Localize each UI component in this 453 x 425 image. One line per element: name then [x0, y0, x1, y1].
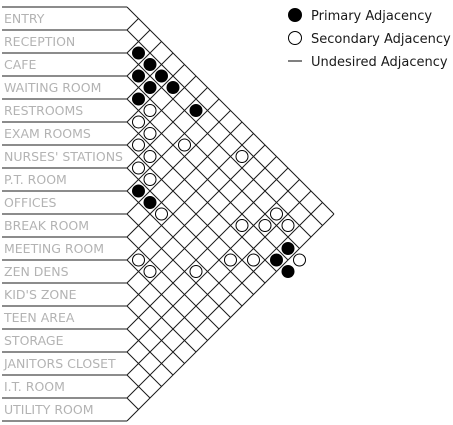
room-label: CAFE: [4, 57, 36, 72]
room-label: MEETING ROOM: [4, 241, 104, 256]
secondary-adjacency-marker: [235, 219, 249, 232]
room-label: WAITING ROOM: [4, 80, 101, 95]
room-labels: ENTRY RECEPTION CAFE WAITING ROOM RESTROOMS E…: [3, 11, 123, 417]
legend-primary-icon: [288, 8, 302, 22]
primary-adjacency-marker: [132, 69, 145, 83]
legend-secondary-label: Secondary Adjacency: [311, 32, 451, 47]
primary-adjacency-marker: [143, 58, 157, 71]
primary-adjacency-marker: [189, 104, 203, 117]
row-rules: [2, 6, 127, 422]
primary-adjacency-marker: [281, 265, 295, 278]
secondary-adjacency-marker: [132, 161, 145, 175]
room-label: BREAK ROOM: [4, 218, 89, 233]
secondary-adjacency-marker: [258, 219, 272, 232]
secondary-adjacency-marker: [189, 265, 203, 278]
room-label: ZEN DENS: [4, 264, 69, 279]
secondary-adjacency-marker: [143, 265, 157, 278]
room-label: P.T. ROOM: [4, 172, 67, 187]
room-label: RECEPTION: [4, 34, 75, 49]
secondary-adjacency-marker: [132, 138, 145, 152]
matrix-grid-lines: [126, 6, 335, 422]
room-label: JANITORS CLOSET: [3, 356, 116, 371]
legend-primary-label: Primary Adjacency: [311, 9, 432, 24]
room-label: KID'S ZONE: [4, 287, 77, 302]
room-label: NURSES' STATIONS: [4, 149, 123, 164]
secondary-adjacency-marker: [293, 253, 306, 267]
primary-adjacency-marker: [270, 253, 283, 267]
room-label: STORAGE: [4, 333, 64, 348]
primary-adjacency-marker: [132, 46, 145, 60]
secondary-adjacency-marker: [155, 207, 168, 221]
legend: Primary Adjacency Secondary Adjacency Un…: [288, 8, 451, 70]
room-label: EXAM ROOMS: [4, 126, 91, 141]
primary-adjacency-marker: [155, 69, 168, 83]
room-label: TEEN AREA: [3, 310, 75, 325]
secondary-adjacency-marker: [224, 253, 237, 267]
room-label: I.T. ROOM: [4, 379, 65, 394]
matrix-grid: [126, 6, 335, 422]
room-label: ENTRY: [4, 11, 45, 26]
secondary-adjacency-marker: [247, 253, 260, 267]
room-label: UTILITY ROOM: [4, 402, 94, 417]
primary-adjacency-marker: [132, 92, 145, 106]
primary-adjacency-marker: [132, 184, 145, 198]
room-label: RESTROOMS: [4, 103, 83, 118]
legend-secondary-icon: [288, 31, 302, 45]
secondary-adjacency-marker: [281, 219, 295, 232]
secondary-adjacency-marker: [270, 207, 283, 221]
legend-undesired-label: Undesired Adjacency: [311, 55, 448, 70]
room-label: OFFICES: [4, 195, 57, 210]
secondary-adjacency-marker: [143, 104, 157, 117]
secondary-adjacency-marker: [143, 173, 157, 186]
secondary-adjacency-marker: [143, 127, 157, 140]
secondary-adjacency-marker: [235, 150, 249, 163]
secondary-adjacency-marker: [132, 253, 145, 267]
adjacency-markers: [132, 46, 306, 278]
secondary-adjacency-marker: [132, 115, 145, 129]
secondary-adjacency-marker: [143, 150, 157, 163]
primary-adjacency-marker: [143, 196, 157, 209]
primary-adjacency-marker: [143, 81, 157, 94]
secondary-adjacency-marker: [178, 138, 191, 152]
primary-adjacency-marker: [281, 242, 295, 255]
primary-adjacency-marker: [166, 81, 180, 94]
